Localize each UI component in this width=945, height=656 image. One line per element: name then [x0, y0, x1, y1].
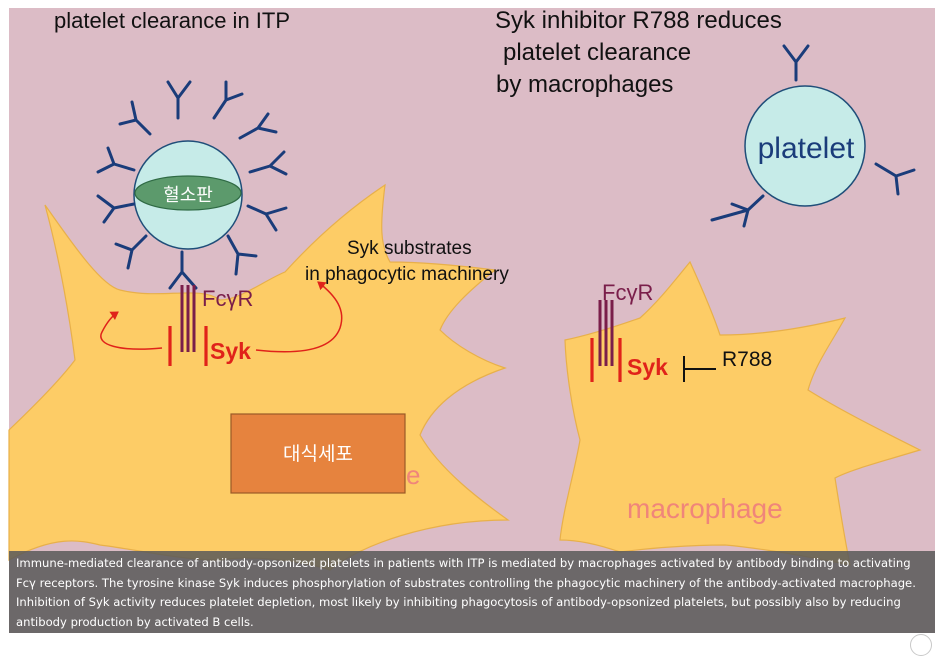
- macrophage-overlay-label: 대식세포: [283, 443, 353, 465]
- left-syk-label: Syk: [210, 338, 251, 364]
- right-platelet: [744, 85, 866, 207]
- substrates-label-line2: in phagocytic machinery: [305, 264, 509, 285]
- right-heading-line3: by macrophages: [496, 71, 673, 98]
- substrate-arrow-right: [255, 281, 343, 353]
- right-heading-line2: platelet clearance: [503, 39, 691, 66]
- right-macrophage-label: macrophage: [627, 493, 783, 524]
- right-heading-line1: Syk inhibitor R788 reduces: [495, 7, 782, 34]
- antibody-icons-right: [710, 44, 916, 228]
- caption-text: Immune-mediated clearance of antibody-op…: [16, 556, 916, 629]
- corner-scroll-button[interactable]: [910, 634, 932, 656]
- left-receptor-label: FcγR: [202, 286, 253, 311]
- itp-diagram: platelet clearance in ITP 혈소판 FcγR Syk S…: [8, 7, 935, 633]
- figure-caption: Immune-mediated clearance of antibody-op…: [9, 551, 935, 633]
- antibody-icon: [248, 150, 288, 176]
- syk-left: [168, 326, 208, 366]
- right-receptor-complex: [590, 300, 716, 382]
- left-platelet-label: 혈소판: [163, 185, 213, 206]
- antibody-icon: [96, 146, 136, 174]
- antibody-icon: [118, 100, 152, 136]
- antibody-icon: [246, 204, 288, 232]
- right-macrophage-cell: [559, 260, 922, 566]
- antibody-icon: [166, 80, 192, 120]
- left-receptor-complex: [100, 281, 343, 366]
- antibody-icon: [782, 44, 810, 82]
- substrates-label-line1: Syk substrates: [347, 238, 472, 259]
- antibody-icon: [874, 162, 916, 196]
- right-receptor-label: FcγR: [602, 280, 653, 305]
- antibody-icon: [710, 208, 750, 222]
- antibody-icon: [730, 194, 765, 228]
- inhibitor-label: R788: [722, 348, 772, 371]
- left-heading: platelet clearance in ITP: [54, 8, 290, 33]
- left-macrophage-partial-label: e: [406, 460, 420, 490]
- substrate-arrow-left: [100, 311, 163, 350]
- right-opsonized-platelet: [710, 44, 916, 228]
- antibody-icon: [96, 194, 136, 224]
- macrophage-overlay-box: [230, 413, 406, 494]
- syk-right: [590, 338, 622, 382]
- left-opsonized-platelet: [96, 80, 288, 290]
- platelet-label-badge: [134, 175, 242, 211]
- fc-gamma-receptor-left: [180, 285, 196, 352]
- right-syk-label: Syk: [627, 354, 668, 380]
- inhibition-symbol: [683, 356, 716, 382]
- fc-gamma-receptor-right: [598, 300, 614, 366]
- antibody-icon: [238, 112, 278, 140]
- antibody-icon: [114, 234, 148, 270]
- antibody-icon: [226, 234, 258, 276]
- antibody-icon: [212, 80, 244, 120]
- right-platelet-label: platelet: [758, 132, 855, 165]
- antibody-icons-left: [96, 80, 288, 290]
